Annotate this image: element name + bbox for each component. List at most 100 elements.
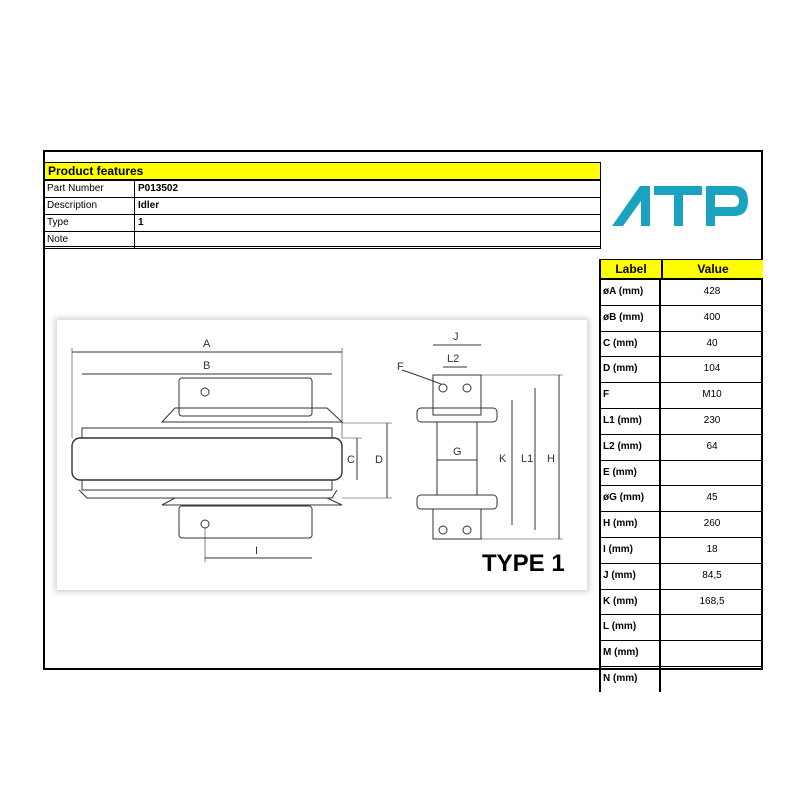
dimension-label-j: J — [453, 331, 459, 343]
spec-value: 64 — [706, 440, 718, 452]
table-row: H (mm) 260 — [601, 512, 763, 538]
side-bottom-flange — [416, 494, 498, 510]
table-row: øA (mm) 428 — [601, 280, 763, 306]
spec-table-header: Label Value — [601, 260, 763, 280]
spec-label: I (mm) — [601, 537, 661, 563]
table-row: K (mm) 168,5 — [601, 589, 763, 616]
table-row: C (mm) 40 — [601, 331, 763, 358]
table-row: J (mm) 84,5 — [601, 563, 763, 590]
description-value: Idler — [138, 200, 160, 211]
dimension-label-i: I — [255, 545, 258, 557]
part-number-label: Part Number — [45, 181, 135, 197]
table-row: øG (mm) 45 — [601, 486, 763, 513]
table-row: Type 1 — [45, 215, 600, 232]
spec-label: øG (mm) — [601, 486, 661, 512]
bolt-hole — [438, 525, 448, 535]
dimension-label-g: G — [453, 446, 462, 458]
spec-value: 168,5 — [699, 595, 725, 607]
note-label: Note — [45, 232, 135, 248]
table-row: I (mm) 18 — [601, 537, 763, 564]
spec-label: N (mm) — [601, 666, 661, 692]
wheel-base — [78, 489, 338, 499]
dimension-label-c: C — [347, 454, 355, 466]
spec-value: 45 — [706, 492, 718, 504]
table-row: L1 (mm)230 — [601, 408, 763, 435]
table-row: D (mm) 104 — [601, 357, 763, 384]
spec-label: E (mm) — [601, 460, 661, 486]
lower-flange — [161, 497, 343, 506]
spec-table: Label Value øA (mm) 428 øB (mm) 400 C (mm)… — [599, 259, 763, 692]
part-number-value: P013502 — [138, 183, 179, 194]
wheel-rim-bottom — [81, 479, 333, 491]
wheel-rim-top — [81, 427, 333, 439]
table-row: M (mm) — [601, 641, 763, 667]
type-label-text: TYPE 1 — [482, 550, 565, 577]
technical-drawing: A B C D I J L2 F G K L1 H TYPE 1 — [57, 320, 587, 590]
spec-label: L2 (mm) — [601, 434, 661, 460]
dimension-label-b: B — [203, 360, 210, 372]
table-row: Note — [45, 232, 600, 248]
spec-value — [661, 615, 763, 640]
spec-value: 428 — [703, 286, 721, 297]
bolt-hole — [462, 525, 472, 535]
spec-value: 40 — [706, 337, 718, 349]
side-shaft — [436, 421, 478, 496]
spec-label: H (mm) — [601, 512, 661, 537]
spec-label: J (mm) — [601, 563, 661, 589]
spec-label: K (mm) — [601, 589, 661, 615]
bolt-hole — [462, 383, 472, 393]
spec-value: 18 — [706, 543, 718, 555]
description-label: Description — [45, 198, 135, 214]
table-row: F M10 — [601, 383, 763, 409]
dimension-label-l2: L2 — [447, 353, 459, 365]
table-row: Part Number P013502 — [45, 181, 600, 198]
idler-drawing-svg: A B C D I J L2 F G K L1 H — [71, 331, 563, 562]
type-value: 1 — [138, 217, 144, 228]
spec-label: L1 (mm) — [601, 408, 661, 434]
spec-value: M10 — [702, 389, 722, 401]
dimension-label-l1: L1 — [521, 453, 533, 465]
bolt-hole — [200, 519, 210, 529]
spec-value — [661, 461, 763, 486]
table-row: E (mm) — [601, 460, 763, 487]
divider — [45, 246, 601, 247]
dimension-label-h: H — [547, 453, 555, 465]
spec-label: D (mm) — [601, 357, 661, 383]
table-row: L2 (mm) 64 — [601, 434, 763, 461]
idler-wheel — [71, 437, 343, 481]
upper-bracket — [178, 377, 313, 417]
table-row: Description Idler — [45, 198, 600, 215]
bolt-hole — [438, 383, 448, 393]
dimension-label-k: K — [499, 453, 507, 465]
type-label: Type — [45, 215, 135, 231]
lower-bracket — [178, 505, 313, 539]
spec-label: C (mm) — [601, 331, 661, 357]
spec-value: 260 — [703, 518, 721, 530]
spec-label: øA (mm) — [601, 280, 661, 305]
product-features-table: Product features Part Number P013502 Des… — [45, 162, 601, 249]
upper-flange — [160, 407, 344, 423]
value-column-header: Value — [697, 262, 729, 276]
dimension-label-a: A — [203, 338, 211, 350]
ntp-logo — [612, 186, 748, 226]
datasheet: Product features Part Number P013502 Des… — [43, 150, 763, 692]
side-bottom-block — [432, 508, 482, 540]
leader-line-f — [401, 369, 442, 385]
product-features-title: Product features — [45, 163, 600, 181]
bolt-hole — [200, 387, 210, 397]
table-row: øB (mm) 400 — [601, 305, 763, 332]
spec-value — [661, 641, 763, 666]
side-top-block — [432, 374, 482, 416]
spec-value: 400 — [703, 311, 721, 323]
spec-value — [661, 667, 763, 692]
spec-value: 104 — [703, 363, 721, 375]
table-row: N (mm) — [601, 666, 763, 692]
dimension-label-d: D — [375, 454, 383, 466]
label-column-header: Label — [601, 260, 663, 278]
dimension-label-f: F — [397, 361, 404, 373]
spec-label: F — [601, 383, 661, 408]
spec-label: øB (mm) — [601, 305, 661, 331]
spec-label: M (mm) — [601, 641, 661, 666]
spec-label: L (mm) — [601, 615, 661, 641]
spec-value: 84,5 — [702, 569, 722, 581]
